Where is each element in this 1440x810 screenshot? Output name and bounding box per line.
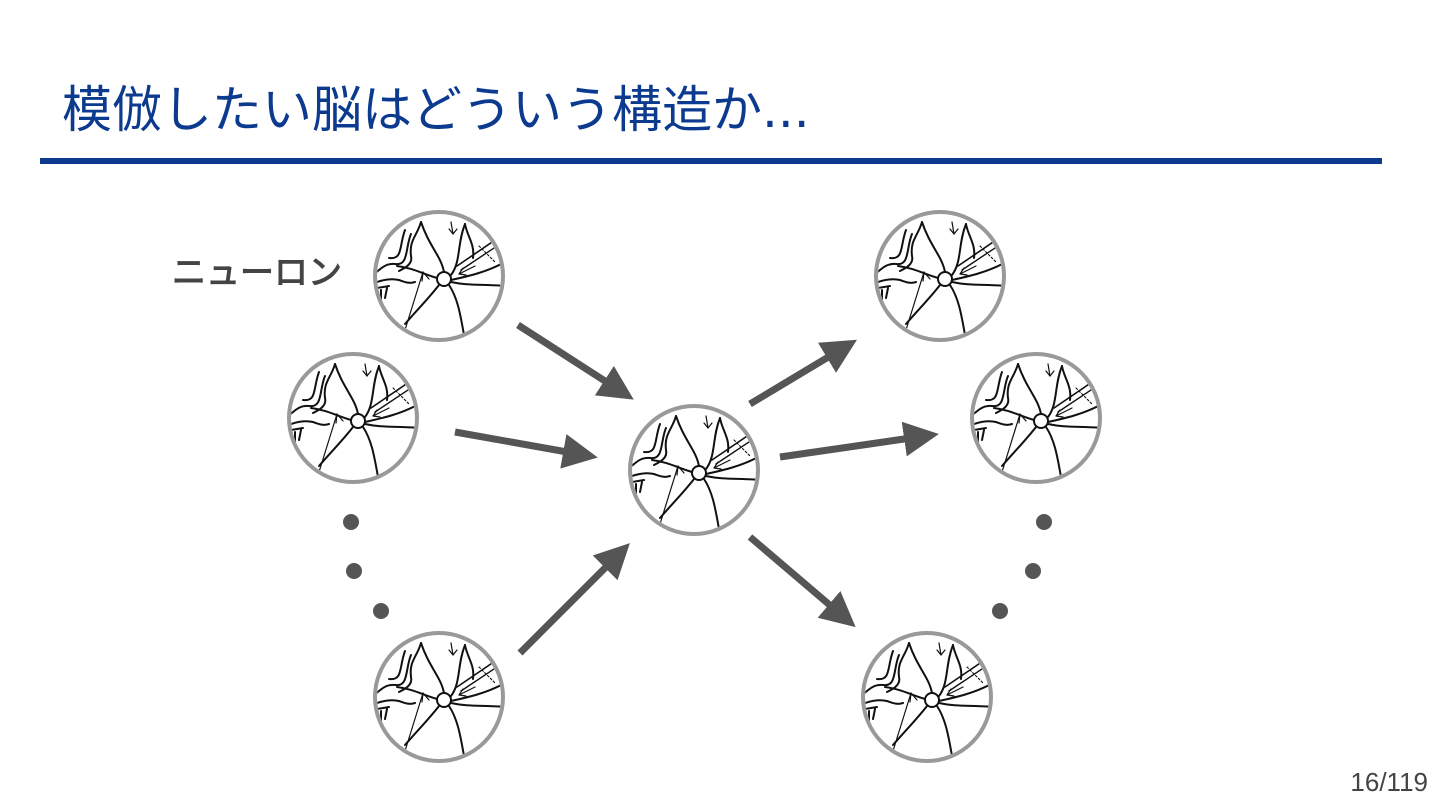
neuron-icon [628,406,760,534]
ellipsis-dot-icon [1036,514,1052,530]
neuron-icon [373,633,505,761]
arrow-icon [750,537,845,618]
page-number: 16/119 [1350,767,1428,798]
arrow-icon [518,325,622,392]
ellipsis-dot-icon [346,563,362,579]
neuron-icon [373,212,505,340]
arrow-icon [455,432,584,455]
arrow-icon [750,347,845,404]
ellipsis-dot-icon [992,603,1008,619]
ellipsis-dot-icon [343,514,359,530]
arrow-icon [520,553,620,653]
neuron-icon [287,354,419,482]
ellipsis-dot-icon [373,603,389,619]
neuron-icon [874,212,1006,340]
neuron-label: ニューロン [172,253,342,293]
neuron-icon [970,354,1102,482]
neuron-icon [861,633,993,761]
arrow-icon [780,436,925,457]
ellipsis-dot-icon [1025,563,1041,579]
